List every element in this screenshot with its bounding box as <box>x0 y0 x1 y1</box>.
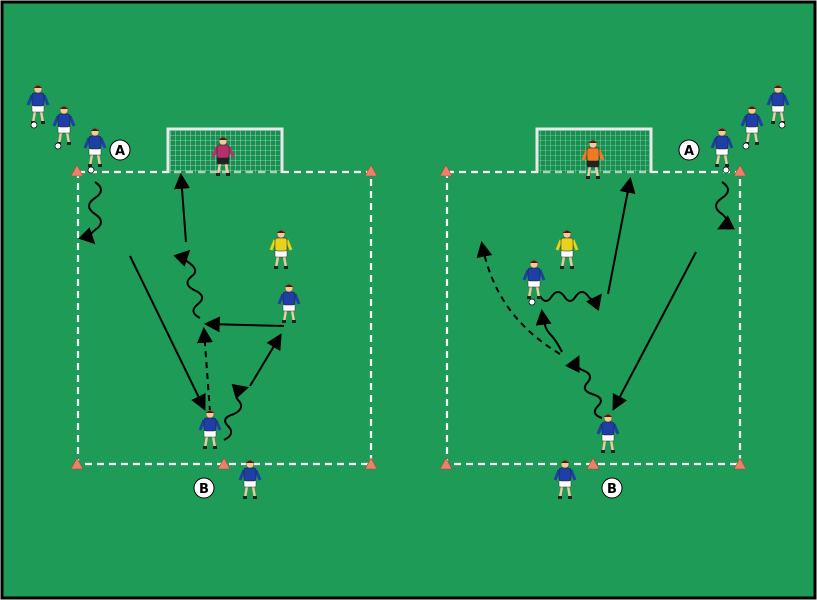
cone-icon <box>364 164 378 177</box>
shot-arrow <box>607 176 636 295</box>
defender <box>269 229 293 269</box>
ball-icon <box>742 142 750 150</box>
run-arrow <box>476 240 561 355</box>
label-b-right: B <box>601 477 623 499</box>
goalkeeper <box>581 139 605 179</box>
dribble-arrow <box>565 355 603 419</box>
player-queue-front <box>710 127 734 174</box>
cone-icon <box>733 457 747 470</box>
cone-icon <box>733 164 747 177</box>
player-b-active <box>198 409 222 449</box>
dribble-arrow <box>173 249 204 319</box>
pass-arrow <box>129 255 206 411</box>
shot-arrow <box>173 172 190 243</box>
dribble-arrow <box>78 181 102 245</box>
label-a-text: A <box>684 144 694 159</box>
cone-icon <box>439 164 453 177</box>
label-b-left: B <box>193 477 215 499</box>
player-target <box>522 259 546 306</box>
label-a-text: A <box>115 144 125 159</box>
ball-icon <box>778 121 786 129</box>
run-arrow <box>196 326 213 413</box>
ball-icon <box>54 142 62 150</box>
cone-icon <box>217 457 231 470</box>
cone-icon <box>586 457 600 470</box>
ball-icon <box>30 121 38 129</box>
cone-icon <box>364 457 378 470</box>
ball-icon <box>87 166 95 174</box>
dribble-arrow <box>223 383 250 441</box>
pass-arrow <box>203 316 285 333</box>
player-target <box>277 283 301 323</box>
player-queue <box>740 105 764 150</box>
dribble-arrow <box>539 291 602 312</box>
player-queue-front <box>83 127 107 174</box>
player-queue-b <box>238 459 262 499</box>
player-queue <box>26 84 50 129</box>
label-a-left: A <box>109 139 131 161</box>
player-queue <box>52 105 76 150</box>
ball-icon <box>528 298 536 306</box>
player-queue-b <box>553 459 577 499</box>
ball-icon <box>722 166 730 174</box>
defender <box>555 229 579 269</box>
player-b-active <box>596 413 620 453</box>
label-b-text: B <box>607 482 617 497</box>
pass-arrow <box>612 251 697 411</box>
cone-icon <box>70 164 84 177</box>
players-layer <box>26 84 790 499</box>
goalkeeper <box>211 136 235 176</box>
player-queue <box>766 84 790 129</box>
dribble-arrow <box>535 308 563 353</box>
dribble-arrow <box>715 181 736 230</box>
label-a-right: A <box>678 139 700 161</box>
cone-icon <box>70 457 84 470</box>
label-b-text: B <box>199 482 209 497</box>
pass-arrow <box>249 333 282 387</box>
cone-icon <box>439 457 453 470</box>
